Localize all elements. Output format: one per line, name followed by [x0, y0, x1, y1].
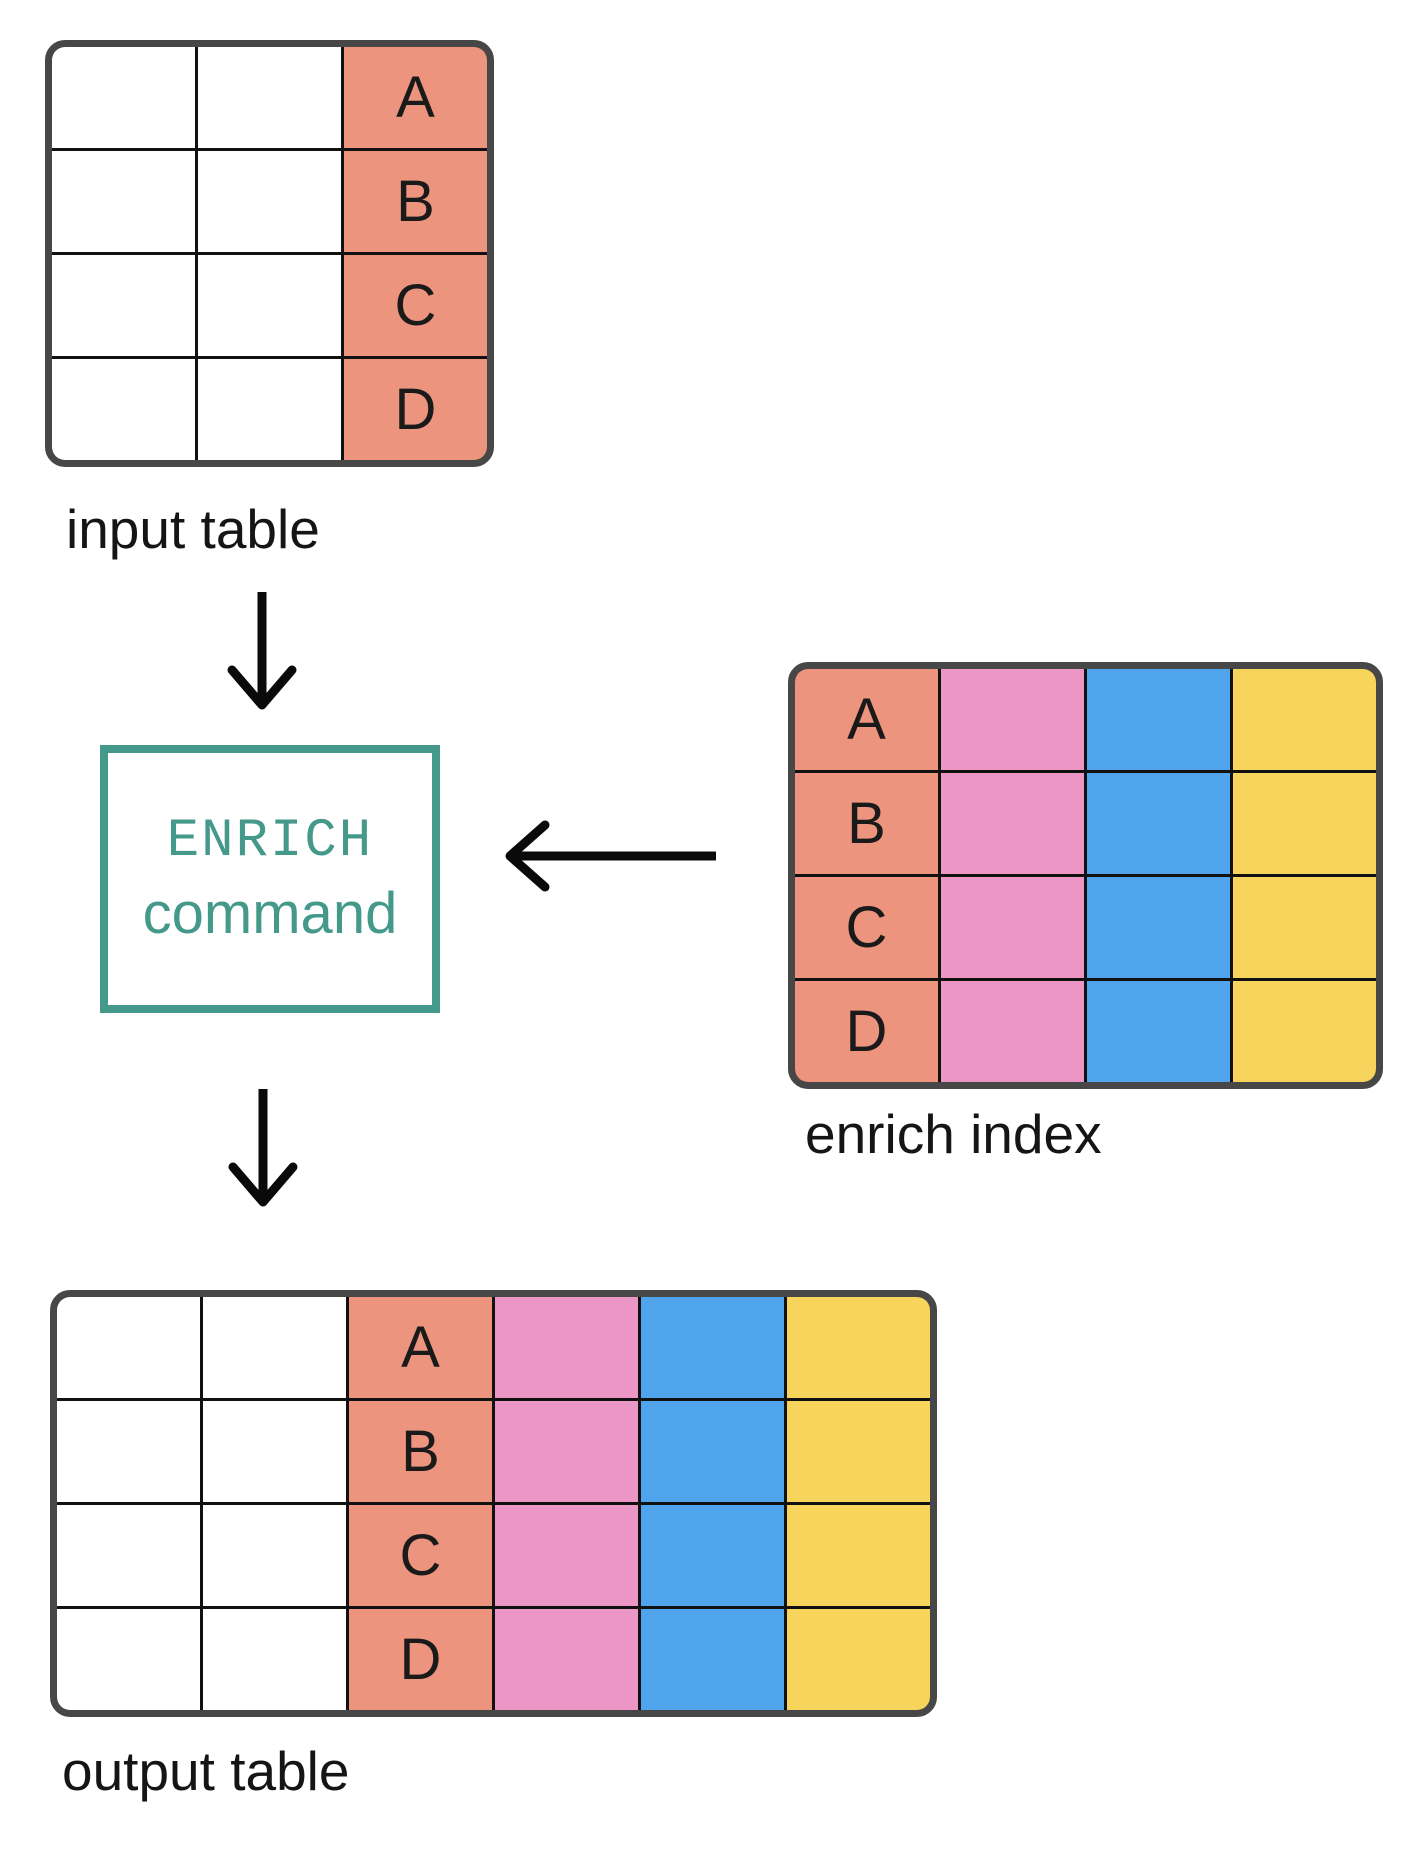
key-cell-d: D: [349, 1609, 492, 1710]
table-cell: [203, 1609, 346, 1710]
table-cell: [203, 1505, 346, 1606]
table-cell: [52, 255, 195, 356]
table-cell: [641, 1297, 784, 1398]
table-cell: [1233, 669, 1376, 770]
table-cell: [495, 1609, 638, 1710]
table-cell: [1233, 877, 1376, 978]
table-cell: [57, 1401, 200, 1502]
key-cell-c: C: [349, 1505, 492, 1606]
table-cell: [1087, 773, 1230, 874]
input-table-label: input table: [66, 498, 320, 560]
table-cell: [57, 1297, 200, 1398]
table-cell: [495, 1401, 638, 1502]
table-cell: [1233, 773, 1376, 874]
table-cell: [52, 47, 195, 148]
table-cell: [1087, 981, 1230, 1082]
table-cell: [941, 981, 1084, 1082]
table-cell: [1233, 981, 1376, 1082]
table-cell: [1087, 669, 1230, 770]
left-arrow-icon: [505, 818, 720, 894]
table-cell: [203, 1297, 346, 1398]
enrich-keyword: ENRICH: [166, 811, 374, 872]
table-cell: [52, 151, 195, 252]
table-cell: [198, 255, 341, 356]
enrich-index-label: enrich index: [805, 1103, 1102, 1165]
table-cell: [198, 47, 341, 148]
output-table-label: output table: [62, 1740, 350, 1802]
key-cell-d: D: [344, 359, 487, 460]
table-cell: [495, 1505, 638, 1606]
input-table: A B C D: [45, 40, 494, 467]
table-cell: [641, 1401, 784, 1502]
table-cell: [641, 1609, 784, 1710]
table-cell: [203, 1401, 346, 1502]
key-cell-c: C: [795, 877, 938, 978]
table-cell: [198, 151, 341, 252]
key-cell-b: B: [344, 151, 487, 252]
table-cell: [52, 359, 195, 460]
down-arrow-icon: [224, 588, 300, 713]
key-cell-a: A: [344, 47, 487, 148]
enrich-command-word: command: [142, 881, 398, 946]
table-cell: [787, 1609, 930, 1710]
table-cell: [57, 1505, 200, 1606]
table-cell: [941, 669, 1084, 770]
key-cell-c: C: [344, 255, 487, 356]
key-cell-d: D: [795, 981, 938, 1082]
enrich-index-table: A B C D: [788, 662, 1383, 1089]
table-cell: [1087, 877, 1230, 978]
table-cell: [941, 877, 1084, 978]
key-cell-a: A: [795, 669, 938, 770]
table-cell: [787, 1401, 930, 1502]
table-cell: [787, 1505, 930, 1606]
down-arrow-icon: [225, 1085, 301, 1210]
table-cell: [941, 773, 1084, 874]
table-cell: [198, 359, 341, 460]
table-cell: [641, 1505, 784, 1606]
enrich-command-box: ENRICH command: [100, 745, 440, 1013]
table-cell: [787, 1297, 930, 1398]
output-table: A B C D: [50, 1290, 937, 1717]
key-cell-b: B: [795, 773, 938, 874]
key-cell-b: B: [349, 1401, 492, 1502]
key-cell-a: A: [349, 1297, 492, 1398]
table-cell: [57, 1609, 200, 1710]
table-cell: [495, 1297, 638, 1398]
